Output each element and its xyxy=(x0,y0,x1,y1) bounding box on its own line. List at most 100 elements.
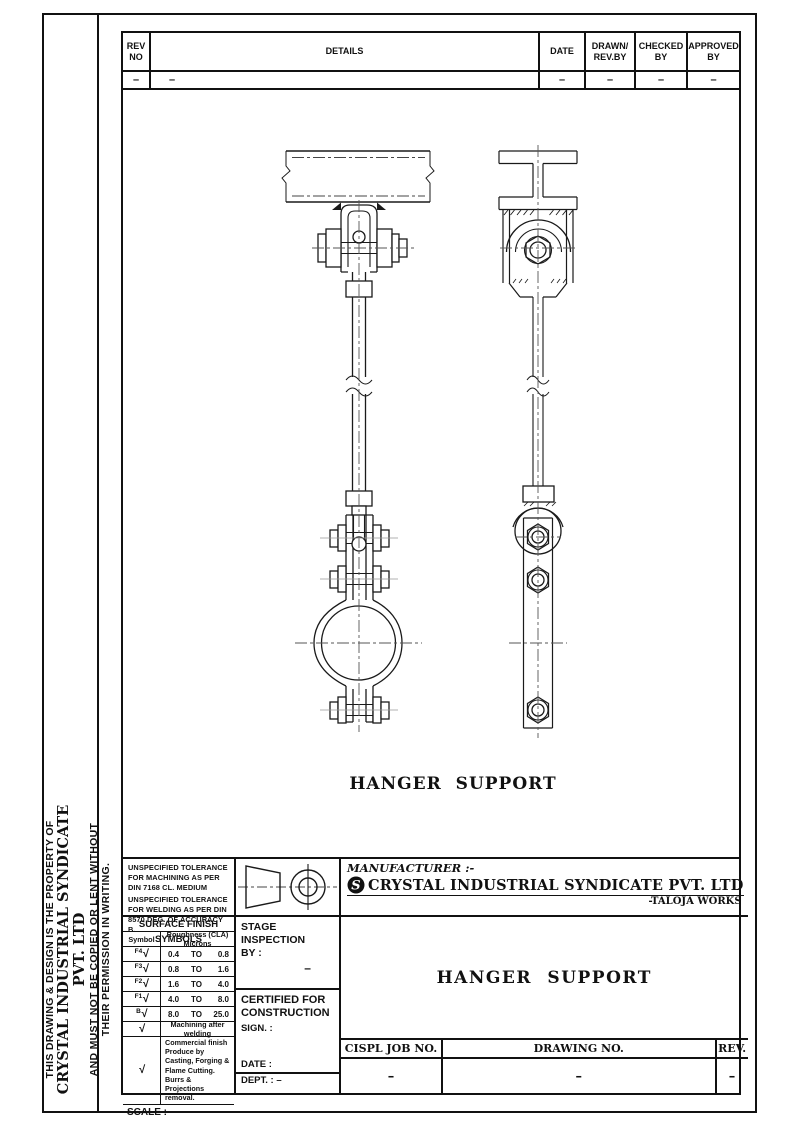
bolt2-end-left xyxy=(329,570,339,589)
check-icon: √ xyxy=(142,948,149,960)
drawing-caption: HANGER SUPPORT xyxy=(349,774,557,794)
weld-fillet-right xyxy=(377,202,386,210)
check-icon: √ xyxy=(140,1008,147,1020)
stage-inspection-cell: STAGE INSPECTION BY : – xyxy=(235,917,339,990)
surface-finish-colheads: Symbol Roughness (CLA) Microns xyxy=(123,930,234,948)
bolt1-end-left xyxy=(329,529,339,548)
bolt1-end-right xyxy=(380,529,390,548)
nut-weld-ticks xyxy=(523,501,557,507)
col-roughness: Roughness (CLA) Microns xyxy=(166,930,229,948)
roughness-to: 8.0 xyxy=(217,994,229,1004)
projection-symbol-icon xyxy=(237,864,337,910)
date-value: – xyxy=(538,72,584,88)
roughness-to-label: TO xyxy=(191,994,202,1004)
approved-by-header: APPROVED BY xyxy=(686,33,739,70)
part-title: HANGER SUPPORT xyxy=(340,917,748,1040)
stage-inspection-label: STAGE INSPECTION BY : xyxy=(240,921,306,960)
check-icon: √ xyxy=(142,978,149,990)
revision-table-header: REV NO DETAILS DATE DRAWN/ REV.BY CHECKE… xyxy=(123,33,739,72)
revision-table-row: – – – – – – xyxy=(123,72,739,90)
surface-finish-title: SURFACE FINISH SYMBOLS xyxy=(123,917,234,945)
sheet-outer-border xyxy=(42,13,757,1113)
bolt3-end-left xyxy=(329,701,339,720)
drawing-no-label: DRAWING NO. xyxy=(440,1040,715,1057)
roughness-to-label: TO xyxy=(191,1009,202,1019)
checked-by-header: CHECKED BY xyxy=(634,33,686,70)
roughness-to-label: TO xyxy=(191,949,202,959)
drawn-by-header: DRAWN/ REV.BY xyxy=(584,33,634,70)
machining-note: Machining after welding xyxy=(170,1020,225,1038)
job-no-label: CISPL JOB NO. xyxy=(344,1042,438,1055)
dept-row: DEPT. : – xyxy=(240,1075,282,1086)
drawn-by-value: – xyxy=(584,72,634,88)
bracket-plates xyxy=(502,210,574,283)
rev-no-header: REV NO xyxy=(126,41,146,62)
rev-no-value: – xyxy=(132,74,140,86)
certified-label: CERTIFIED FOR CONSTRUCTION xyxy=(240,994,330,1020)
side-strip-divider xyxy=(97,13,99,1113)
check-icon: √ xyxy=(138,1023,145,1035)
yoke-plates xyxy=(345,514,374,600)
clevis-slot xyxy=(347,210,371,267)
roughness-from: 4.0 xyxy=(168,994,180,1004)
tolerance-note-1: UNSPECIFIED TOLERANCE FOR MACHINING AS P… xyxy=(128,863,228,892)
certified-cell: CERTIFIED FOR CONSTRUCTION SIGN. : DATE … xyxy=(235,990,339,1074)
finish-row-f4: F4√ 0.4 TO 0.8 xyxy=(123,947,234,962)
details-header: DETAILS xyxy=(149,33,538,70)
eye-arc-outer xyxy=(505,219,572,253)
front-view xyxy=(281,150,435,724)
roughness-to-label: TO xyxy=(191,979,202,989)
hanger-support-drawing xyxy=(281,145,578,738)
rod-side-lower xyxy=(532,394,544,486)
finish-row-commercial: √ Commercial finish Produce by Casting, … xyxy=(123,1037,234,1104)
rod-upper xyxy=(351,272,367,377)
reference-table: CISPL JOB NO. DRAWING NO. REV. – – – xyxy=(340,1040,748,1093)
beam-break-right xyxy=(425,151,435,202)
roughness-to: 25.0 xyxy=(213,1009,229,1019)
company-logo-icon: S xyxy=(347,876,365,894)
rod-side-nut xyxy=(522,485,555,503)
check-icon: √ xyxy=(138,1064,145,1077)
bolt-row-centerlines xyxy=(320,537,398,711)
ibeam-section xyxy=(498,150,578,211)
beam-centerlines xyxy=(292,157,425,197)
property-note-line3: AND MUST NOT BE COPIED OR LENT WITHOUT xyxy=(88,822,100,1077)
finish-symbol-letter: F3 xyxy=(134,962,143,970)
scale-row: SCALE : – xyxy=(123,1103,234,1120)
finish-symbol-letter: F2 xyxy=(134,977,143,985)
reference-table-values: – – – xyxy=(341,1059,748,1093)
clamp-band-left xyxy=(313,599,347,687)
beam-break-left xyxy=(281,151,291,202)
job-no-value: – xyxy=(387,1068,395,1084)
manufacturer-label: MANUFACTURER :- xyxy=(346,861,475,875)
stage-inspection-value: – xyxy=(304,961,311,976)
approved-by-value: – xyxy=(686,72,739,88)
centerlines xyxy=(292,145,576,738)
tolerance-notes: UNSPECIFIED TOLERANCE FOR MACHINING AS P… xyxy=(123,859,234,934)
col-symbol: Symbol xyxy=(128,934,155,944)
manufacturer-cell: MANUFACTURER :- S CRYSTAL INDUSTRIAL SYN… xyxy=(340,859,748,917)
drawing-no-value: – xyxy=(440,1059,715,1093)
property-note-line4: THEIR PERMISSION IN WRITING. xyxy=(100,862,112,1037)
roughness-from: 8.0 xyxy=(168,1009,180,1019)
sign-label: SIGN. : xyxy=(240,1023,273,1035)
check-icon: √ xyxy=(142,993,149,1005)
roughness-to: 0.8 xyxy=(217,949,229,959)
finish-row-machining: √ Machining after welding xyxy=(123,1020,234,1038)
title-block-col-middle: STAGE INSPECTION BY : – CERTIFIED FOR CO… xyxy=(235,859,341,1093)
surface-finish-table: SURFACE FINISH SYMBOLS Symbol Roughness … xyxy=(123,917,234,1104)
title-block-col-left: UNSPECIFIED TOLERANCE FOR MACHINING AS P… xyxy=(123,859,236,1118)
main-frame: REV NO DETAILS DATE DRAWN/ REV.BY CHECKE… xyxy=(121,31,748,1118)
finish-symbol-letter: F4 xyxy=(134,947,143,955)
funnel xyxy=(508,282,568,298)
date-label: DATE : xyxy=(240,1059,272,1070)
roughness-from: 0.4 xyxy=(168,949,180,959)
funnel-weld-ticks xyxy=(512,278,567,284)
tolerance-note-2: UNSPECIFIED TOLERANCE FOR WELDING AS PER… xyxy=(128,895,228,934)
title-block-col-right: MANUFACTURER :- S CRYSTAL INDUSTRIAL SYN… xyxy=(340,859,748,1093)
